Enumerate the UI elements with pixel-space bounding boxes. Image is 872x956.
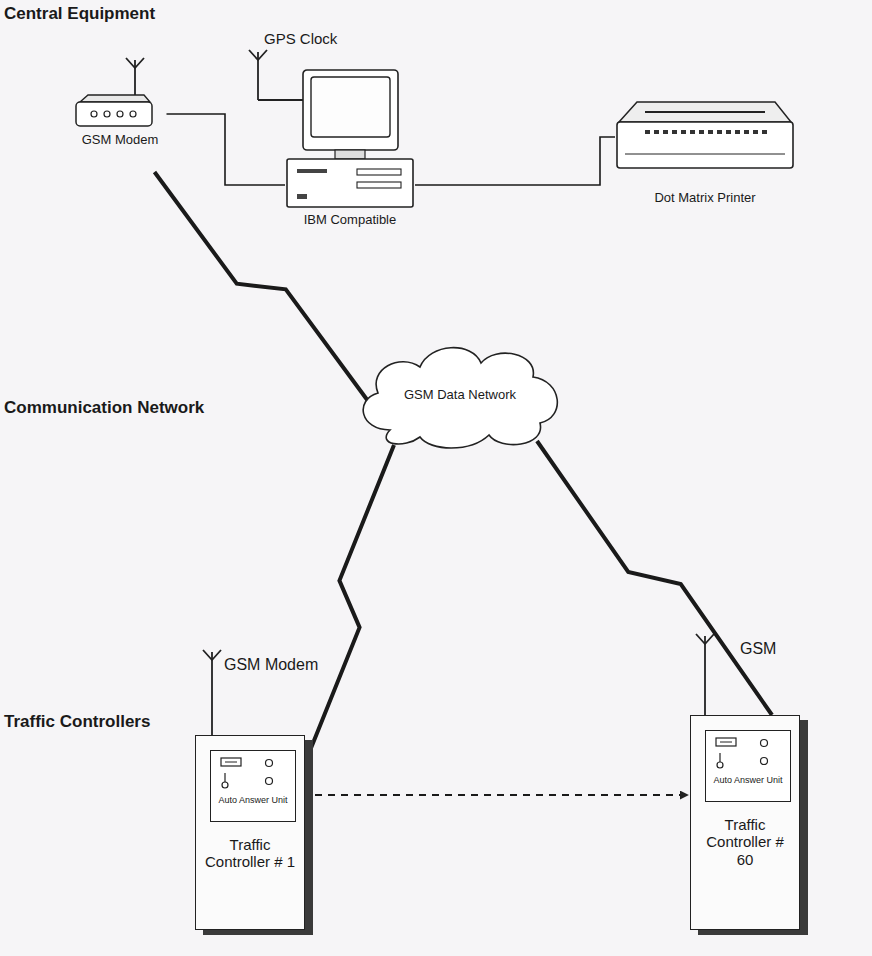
section-heading: Traffic Controllers (4, 712, 150, 732)
gsm-modem: GSM Modem (74, 92, 167, 172)
illustration-part (76, 102, 152, 126)
gps-lead (258, 99, 303, 101)
printer-key (726, 130, 731, 134)
printer-key (645, 130, 650, 134)
antenna-label: GSM Modem (224, 656, 318, 674)
illustration-part (761, 740, 768, 747)
auto-answer-unit: Auto Answer Unit (210, 750, 296, 822)
illustration-part (335, 150, 365, 159)
node-text-block: GSM Modem (74, 132, 167, 148)
illustration-part (716, 738, 736, 746)
printer-key (681, 130, 686, 134)
illustration-part (619, 102, 791, 122)
node-text-block: Auto Answer Unit (706, 775, 790, 785)
traffic-controller: Traffic Controller # 1 Auto Answer Unit (195, 735, 305, 930)
computer: IBM Compatible (285, 70, 415, 240)
node-label: Auto Answer Unit (713, 775, 782, 785)
network-cloud: GSM Data Network (350, 335, 570, 455)
printer-key (744, 130, 749, 134)
illustration-part (225, 762, 237, 763)
illustration (74, 92, 154, 132)
node-text-block: IBM Compatible (285, 212, 415, 228)
printer-key (672, 130, 677, 134)
cable-line (167, 114, 286, 185)
printer-key (654, 130, 659, 134)
illustration-part (357, 169, 401, 175)
radio-link (537, 441, 772, 715)
illustration-part (357, 182, 401, 188)
node-text-block: Traffic Controller # 60 (691, 816, 799, 868)
illustration-part (363, 348, 557, 448)
printer: Dot Matrix Printer (615, 92, 795, 222)
node-label: Traffic Controller # 1 (202, 836, 298, 871)
modem-antenna-mast (134, 60, 136, 98)
illustration-part (625, 154, 785, 155)
printer-key (753, 130, 758, 134)
printer-key (717, 130, 722, 134)
illustration (285, 70, 415, 212)
node-label: IBM Compatible (304, 213, 396, 228)
node-label: Auto Answer Unit (218, 795, 287, 805)
traffic-controller: Traffic Controller # 60 Auto Answer Unit (690, 715, 800, 930)
printer-key (708, 130, 713, 134)
illustration-part (645, 130, 767, 134)
illustration (211, 751, 291, 795)
auto-answer-unit: Auto Answer Unit (705, 730, 791, 802)
illustration-part (224, 773, 225, 782)
illustration-part (297, 194, 307, 199)
illustration-part (717, 762, 723, 768)
illustration-part (720, 742, 732, 743)
modem-led (130, 111, 136, 117)
illustration-part (222, 782, 228, 788)
modem-led (104, 111, 110, 117)
node-label: Traffic Controller # 60 (697, 816, 793, 868)
node-label: Dot Matrix Printer (654, 191, 755, 206)
radio-link (305, 445, 394, 763)
modem-led (91, 111, 97, 117)
illustration (706, 731, 786, 775)
node-text-block: Auto Answer Unit (211, 795, 295, 805)
illustration-part (266, 778, 273, 785)
modem-led (117, 111, 123, 117)
printer-key (690, 130, 695, 134)
antenna-label: GSM (740, 640, 776, 658)
illustration-part (297, 169, 327, 173)
gps-antenna-mast (257, 52, 259, 100)
antenna-label: GPS Clock (264, 30, 337, 47)
illustration-part (719, 753, 720, 762)
printer-key (699, 130, 704, 134)
illustration-part (761, 758, 768, 765)
printer-key (735, 130, 740, 134)
node-label: GSM Data Network (404, 388, 516, 403)
illustration-part (645, 111, 765, 113)
node-label: GSM Modem (82, 133, 159, 148)
illustration-part (303, 70, 398, 150)
section-heading: Communication Network (4, 398, 204, 418)
section-heading: Central Equipment (4, 4, 155, 24)
controller-antenna-mast (211, 652, 213, 736)
node-text-block: Dot Matrix Printer (615, 190, 795, 206)
illustration-part (80, 95, 150, 102)
illustration-part (287, 159, 413, 207)
illustration (615, 92, 795, 190)
illustration-part (221, 758, 241, 766)
printer-key (762, 130, 767, 134)
node-text-block: GSM Data Network (350, 387, 570, 403)
illustration-part (266, 760, 273, 767)
illustration-part (91, 111, 136, 117)
printer-key (663, 130, 668, 134)
controller-antenna-mast (704, 636, 706, 716)
illustration-part (311, 77, 390, 137)
cable-line (415, 137, 615, 185)
dashed-arrow (315, 794, 688, 796)
illustration-part (617, 122, 793, 168)
node-text-block: Traffic Controller # 1 (196, 836, 304, 871)
